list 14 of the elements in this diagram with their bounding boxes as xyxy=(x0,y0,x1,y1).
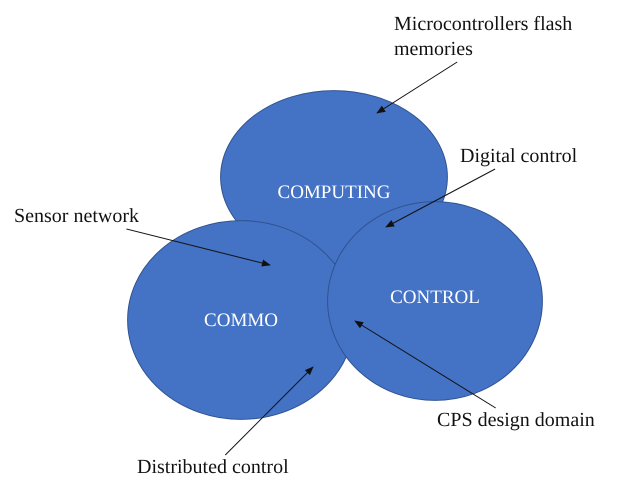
callout-label: Distributed control xyxy=(137,455,289,480)
leader-line xyxy=(126,228,271,267)
callout-label: Microcontrollers flash memories xyxy=(394,12,599,62)
leader-line xyxy=(354,320,496,408)
circle-label: CONTROL xyxy=(390,287,480,309)
circle-label: COMPUTING xyxy=(278,182,390,204)
callout-label: CPS design domain xyxy=(437,408,595,433)
leader-line xyxy=(385,168,496,228)
leader-line xyxy=(376,62,458,114)
callout-label: Digital control xyxy=(460,144,578,169)
leader-line xyxy=(224,366,314,456)
callout-label: Sensor network xyxy=(14,204,139,229)
venn-circle xyxy=(327,201,543,401)
circle-label: COMMO xyxy=(204,310,278,332)
